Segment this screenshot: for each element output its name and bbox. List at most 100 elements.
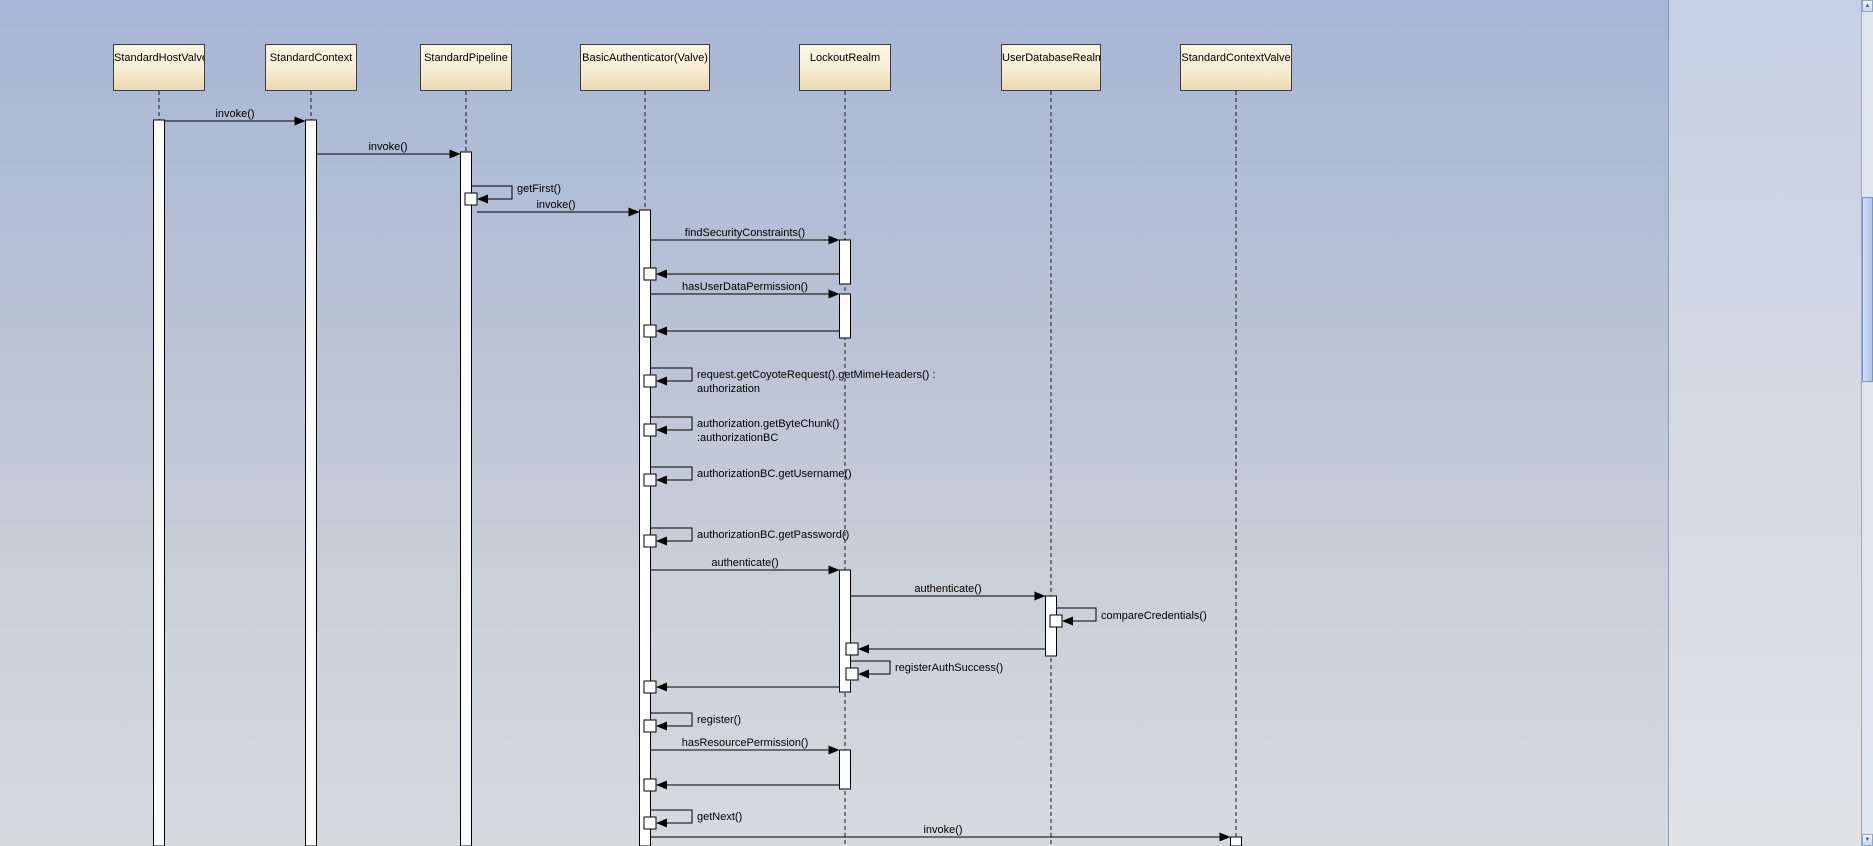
participant-label: StandardContextValve — [1181, 52, 1291, 64]
message-line[interactable] — [650, 367, 693, 382]
arrowhead-icon — [858, 644, 869, 654]
arrowhead-icon — [1219, 832, 1231, 842]
message-label: getNext() — [697, 811, 742, 823]
message-hasuserdatapermission[interactable]: hasUserDataPermission() — [650, 281, 840, 299]
nested-activation[interactable] — [643, 374, 657, 388]
activation-bar[interactable] — [839, 749, 851, 790]
nested-activation[interactable] — [845, 642, 859, 656]
message-line[interactable] — [471, 185, 513, 200]
participant-lockoutrealm[interactable]: LockoutRealm — [799, 44, 891, 91]
nested-activation[interactable] — [464, 192, 478, 206]
participant-label: StandardPipeline — [424, 52, 508, 64]
message-findsecurityconstraints[interactable]: findSecurityConstraints() — [650, 227, 840, 245]
nested-activation[interactable] — [643, 680, 657, 694]
message-line[interactable] — [650, 527, 693, 542]
arrowhead-icon — [656, 326, 667, 336]
message-label: getFirst() — [517, 183, 561, 195]
nested-activation[interactable] — [643, 534, 657, 548]
side-panel — [1668, 0, 1861, 846]
arrowhead-icon — [656, 475, 667, 485]
arrowhead-icon — [656, 682, 667, 692]
nested-activation[interactable] — [643, 423, 657, 437]
arrowhead-icon — [656, 536, 667, 546]
nested-activation[interactable] — [643, 719, 657, 733]
message-getbytechunk-self[interactable]: authorization.getByteChunk() :authorizat… — [643, 416, 839, 444]
message-hasresourcepermission[interactable]: hasResourcePermission() — [650, 737, 840, 755]
arrowhead-icon — [656, 780, 667, 790]
nested-activation[interactable] — [643, 816, 657, 830]
message-label: findSecurityConstraints() — [685, 227, 805, 239]
participant-userdatabaserealm[interactable]: UserDatabaseRealm — [1001, 44, 1101, 91]
activation-bar[interactable] — [1230, 836, 1242, 846]
message-label: authorization — [697, 383, 760, 395]
nested-activation[interactable] — [643, 778, 657, 792]
message-comparecredentials-self[interactable]: compareCredentials() — [1049, 607, 1207, 628]
nested-activation[interactable] — [643, 473, 657, 487]
message-register-self[interactable]: register() — [643, 712, 741, 733]
return-lockout-to-basicauth[interactable] — [643, 680, 840, 694]
message-registerauthsuccess-self[interactable]: registerAuthSuccess() — [845, 660, 1003, 681]
message-line[interactable] — [1056, 607, 1097, 622]
arrowhead-icon — [656, 425, 667, 435]
activation-bar[interactable] — [839, 293, 851, 339]
activation-bar[interactable] — [460, 151, 472, 846]
scrollbar-thumb[interactable] — [1862, 197, 1873, 382]
arrowhead-icon — [294, 116, 306, 126]
participant-label: StandardContext — [269, 52, 353, 64]
participant-standardpipeline[interactable]: StandardPipeline — [420, 44, 512, 91]
arrowhead-icon — [1062, 616, 1073, 626]
message-label: authenticate() — [914, 583, 981, 595]
message-invoke-host-to-context[interactable]: invoke() — [164, 108, 306, 126]
message-authenticate-basicauth-to-lockout[interactable]: authenticate() — [650, 557, 840, 575]
message-label: authorizationBC.getUsername() — [697, 468, 852, 480]
message-invoke-pipeline-to-basicauth[interactable]: invoke() — [477, 199, 640, 217]
participant-standardcontextvalve[interactable]: StandardContextValve — [1180, 44, 1292, 91]
arrowhead-icon — [628, 207, 640, 217]
activation-bar[interactable] — [839, 239, 851, 285]
nested-activation[interactable] — [643, 267, 657, 281]
message-line[interactable] — [650, 416, 693, 431]
message-line[interactable] — [650, 466, 693, 481]
arrowhead-icon — [656, 818, 667, 828]
message-getnext-self[interactable]: getNext() — [643, 809, 742, 830]
message-getmimeheaders-self[interactable]: request.getCoyoteRequest().getMimeHeader… — [643, 367, 935, 395]
participant-standardcontext[interactable]: StandardContext — [265, 44, 357, 91]
activation-bar[interactable] — [839, 569, 851, 693]
message-invoke-context-to-pipeline[interactable]: invoke() — [316, 141, 461, 159]
message-line[interactable] — [650, 809, 693, 824]
message-invoke-basicauth-to-contextvalve[interactable]: invoke() — [650, 824, 1231, 842]
activation-bar[interactable] — [305, 119, 317, 846]
return-udr-to-lockout[interactable] — [845, 642, 1046, 656]
message-label: authorizationBC.getPassword() — [697, 529, 849, 541]
return-lockout-to-basicauth[interactable] — [643, 324, 840, 338]
vertical-scrollbar[interactable]: ▲ ▼ — [1861, 0, 1873, 846]
message-line[interactable] — [650, 712, 693, 727]
message-label: authorization.getByteChunk() — [697, 418, 839, 430]
diagram-canvas — [0, 0, 1668, 846]
participant-basicauthenticator[interactable]: BasicAuthenticator(Valve) — [580, 44, 710, 91]
message-getfirst-self[interactable]: getFirst() — [464, 183, 561, 206]
message-getusername-self[interactable]: authorizationBC.getUsername() — [643, 466, 852, 487]
scroll-down-icon: ▼ — [1864, 837, 1871, 843]
message-label: compareCredentials() — [1101, 610, 1207, 622]
message-label: hasUserDataPermission() — [682, 281, 808, 293]
activation-bar[interactable] — [639, 209, 651, 846]
nested-activation[interactable] — [845, 667, 859, 681]
message-authenticate-lockout-to-udr[interactable]: authenticate() — [850, 583, 1046, 601]
scroll-down-button[interactable]: ▼ — [1862, 834, 1873, 846]
message-label: invoke() — [215, 108, 254, 120]
message-label: register() — [697, 714, 741, 726]
message-getpassword-self[interactable]: authorizationBC.getPassword() — [643, 527, 849, 548]
message-line[interactable] — [850, 660, 891, 675]
return-lockout-to-basicauth[interactable] — [643, 778, 840, 792]
arrowhead-icon — [828, 565, 840, 575]
nested-activation[interactable] — [643, 324, 657, 338]
participant-standardhostvalve[interactable]: StandardHostValve — [113, 44, 205, 91]
nested-activation[interactable] — [1049, 614, 1063, 628]
scroll-up-icon: ▲ — [1864, 3, 1871, 9]
return-lockout-to-basicauth[interactable] — [643, 267, 840, 281]
scroll-up-button[interactable]: ▲ — [1862, 0, 1873, 12]
message-label: invoke() — [536, 199, 575, 211]
activation-bar[interactable] — [153, 119, 165, 846]
